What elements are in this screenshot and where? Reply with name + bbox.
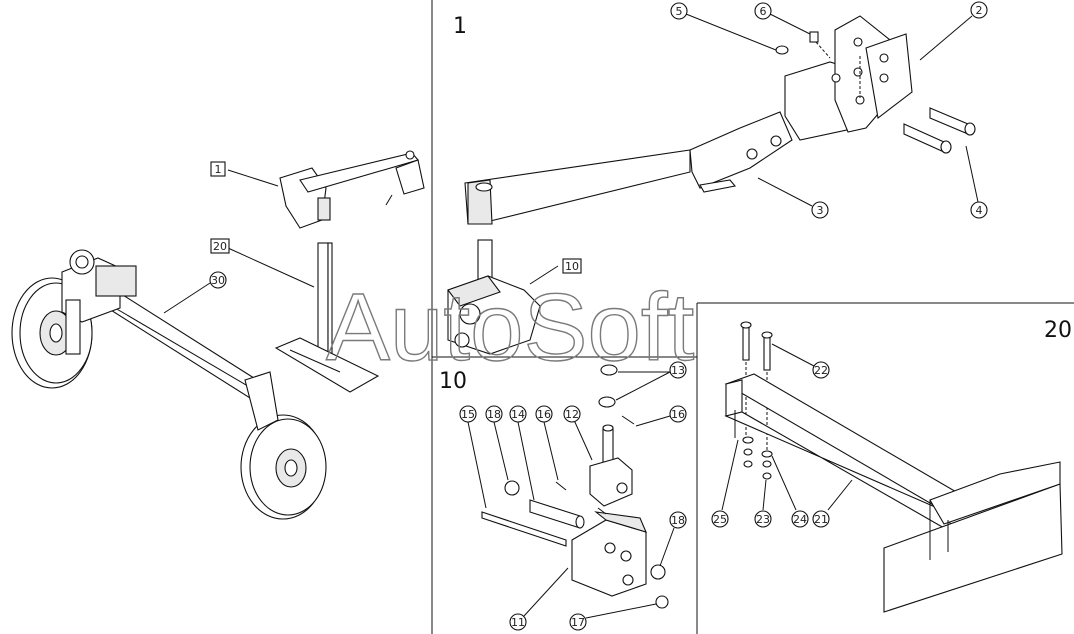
section-10-label: 10	[439, 369, 467, 394]
callout-21: 21	[814, 513, 828, 526]
washer-18a	[504, 480, 520, 496]
callout-22: 22	[814, 364, 828, 377]
callout-5: 5	[676, 5, 683, 18]
callout-14: 14	[511, 408, 525, 421]
bolt-22a	[742, 325, 750, 361]
section-20-label: 20	[1044, 318, 1072, 343]
washer-18b	[650, 564, 666, 580]
callout-6: 6	[760, 5, 767, 18]
overview-assembly	[11, 150, 425, 520]
callout-17: 17	[571, 616, 585, 629]
pin-4a	[929, 107, 969, 135]
washer-13a	[600, 364, 618, 376]
overview-part-20	[274, 242, 380, 393]
section-1-label: 1	[453, 14, 467, 39]
clip-17	[655, 595, 669, 609]
clip-5	[775, 45, 789, 55]
callout-12: 12	[565, 408, 579, 421]
panel-dividers	[431, 0, 1074, 634]
pin-15	[481, 511, 567, 547]
assembly-10-callouts: 13 16 12 15 18 14 16 18 11 17	[459, 361, 687, 631]
blade	[883, 483, 1063, 613]
callout-16-left: 16	[537, 408, 551, 421]
beam-21	[724, 373, 972, 511]
bolt-22b	[763, 335, 771, 371]
assembly-1-callouts: 5 6 2 3 4	[670, 1, 988, 219]
callout-18-right: 18	[671, 514, 685, 527]
callout-2: 2	[976, 4, 983, 17]
overview-callouts: 1 20 30	[163, 161, 315, 314]
assembly-10	[481, 364, 669, 609]
callout-4: 4	[976, 204, 983, 217]
assembly-20	[724, 321, 1063, 613]
rear-bracket	[244, 371, 279, 431]
watermark: AutoSoft	[326, 274, 694, 381]
callout-16-right: 16	[671, 408, 685, 421]
callout-20: 20	[213, 240, 227, 253]
callout-30: 30	[211, 274, 225, 287]
pin-4b	[903, 123, 945, 153]
callout-1: 1	[215, 163, 222, 176]
wheel-right	[240, 414, 327, 520]
callout-15: 15	[461, 408, 475, 421]
pin-6	[809, 31, 819, 43]
arm-tube	[464, 149, 691, 225]
washer-13b	[598, 396, 616, 408]
bushing-14	[529, 499, 581, 529]
callout-18-left: 18	[487, 408, 501, 421]
callout-3: 3	[817, 204, 824, 217]
callout-13: 13	[671, 364, 685, 377]
gearbox-10: 10	[447, 239, 582, 355]
bracket-11	[571, 519, 647, 597]
callout-25: 25	[713, 513, 727, 526]
callout-23: 23	[756, 513, 770, 526]
callout-11: 11	[511, 616, 525, 629]
overview-part-1	[279, 150, 425, 229]
assembly-20-callouts: 22 21 24 23 25	[711, 343, 853, 528]
callout-24: 24	[793, 513, 807, 526]
assembly-1	[464, 15, 976, 225]
callout-10: 10	[565, 260, 579, 273]
